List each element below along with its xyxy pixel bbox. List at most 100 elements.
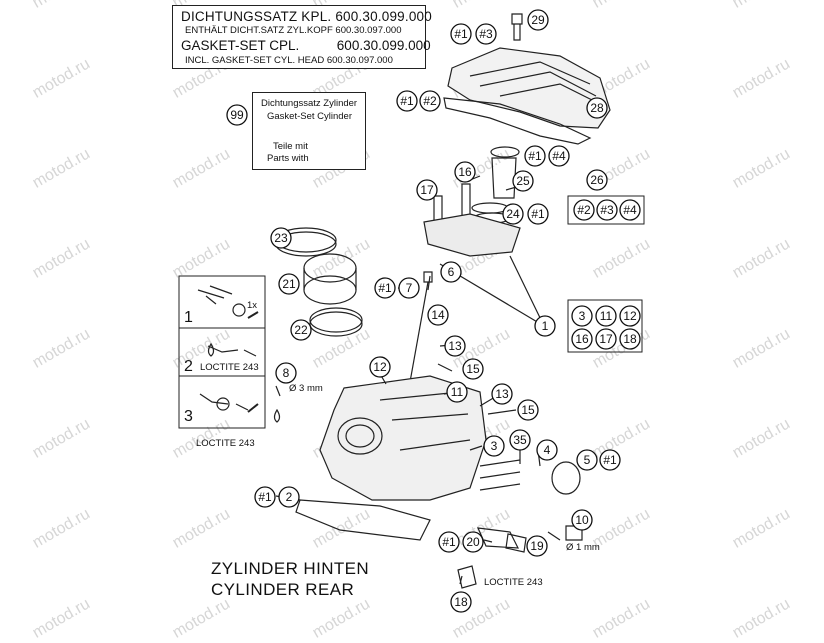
callout-c7: 7 [398,277,420,299]
callout-c1d: #1 [527,203,549,225]
sensor-20 [477,527,520,549]
callout-c17a-text: 17 [420,183,434,197]
callout-c1b-text: #1 [400,94,414,108]
callout-c10-text: 10 [575,513,589,527]
callout-c2b: #2 [573,199,595,221]
callout-c1f: #1 [599,449,621,471]
title-english: CYLINDER REAR [211,580,355,599]
callout-c29: 29 [527,9,549,31]
valve-cover [447,47,611,129]
callout-c13a-text: 13 [448,339,462,353]
callout-c4a: #4 [548,145,570,167]
callout-c12: 12 [369,356,391,378]
callout-c4a-text: #4 [552,149,566,163]
callout-c4-text: 4 [544,443,551,457]
callout-c12grp: 12 [619,305,641,327]
callout-c7-text: 7 [406,281,413,295]
callout-c1g-text: #1 [258,490,272,504]
callout-c18-text: 18 [454,595,468,609]
callout-c13b: 13 [491,383,513,405]
cyl-set-line-2: Gasket-Set Cylinder [267,111,353,122]
step-panel-3 [178,375,266,429]
callout-c3: 3 [483,435,505,457]
oring-5 [551,461,581,495]
callout-c5: 5 [576,449,598,471]
callout-c24-text: 24 [506,207,520,221]
gasket-set-line-3: GASKET-SET CPL. 600.30.099.000 [181,38,431,53]
quantity-label: 1x [247,300,258,311]
callout-c16: 16 [454,161,476,183]
callout-c15b: 15 [517,399,539,421]
callout-c16grp-text: 16 [575,332,589,346]
callout-c16-text: 16 [458,165,472,179]
callout-c6-text: 6 [448,265,455,279]
callout-c14-text: 14 [431,308,445,322]
callout-c19: 19 [526,535,548,557]
callout-c3grp: 3 [571,305,593,327]
callout-c2a-text: #2 [423,94,437,108]
callout-c1main: 1 [534,315,556,337]
callout-c17grp-text: 17 [599,332,613,346]
callout-c28-text: 28 [590,101,604,115]
callout-c5-text: 5 [584,453,591,467]
callout-c6: 6 [440,261,462,283]
callout-c17grp: 17 [595,328,617,350]
callout-c23-text: 23 [274,231,288,245]
callout-c3grp-text: 3 [579,309,586,323]
callout-c3a-text: #3 [479,27,493,41]
callout-c13b-text: 13 [495,387,509,401]
callout-c2a: #2 [419,90,441,112]
callout-c16grp: 16 [571,328,593,350]
callout-c1b: #1 [396,90,418,112]
callout-c1g: #1 [254,486,276,508]
step-number-2: 2 [184,358,193,375]
step-number-3: 3 [184,408,193,425]
callout-c25-text: 25 [516,174,530,188]
head-gasket [295,499,431,541]
group-box-26 [567,195,645,225]
callout-c18grp-text: 18 [623,332,637,346]
clamp-22 [309,307,363,333]
callout-c20-text: 20 [466,535,480,549]
gasket-set-line-4: INCL. GASKET-SET CYL. HEAD 600.30.097.00… [185,55,393,66]
callout-c14: 14 [427,304,449,326]
loctite-label-c: LOCTITE 243 [484,577,543,588]
cyl-set-line-1: Dichtungssatz Zylinder [261,98,358,109]
callout-c21-text: 21 [282,277,296,291]
group-box-1 [567,299,643,353]
step-number-1: 1 [184,309,193,326]
callout-c13a: 13 [444,335,466,357]
callout-c26: 26 [586,169,608,191]
cyl-set-line-3: Teile mit [273,141,308,152]
callout-c22-text: 22 [294,323,308,337]
callout-c15b-text: 15 [521,403,535,417]
callout-c15a: 15 [462,358,484,380]
diameter-1mm-label: Ø 1 mm [566,542,600,553]
title-german: ZYLINDER HINTEN [211,559,370,578]
callout-c20: 20 [462,531,484,553]
spring-25 [491,157,517,199]
callout-c1e-text: #1 [378,281,392,295]
callout-c2b-text: #2 [577,203,591,217]
callout-c18: 18 [450,591,472,613]
callout-c1a-text: #1 [454,27,468,41]
callout-c1h-text: #1 [442,535,456,549]
callout-c4b: #4 [619,199,641,221]
cyl-set-line-4: Parts with [267,153,309,164]
callout-c11grp-text: 11 [600,309,613,323]
callout-c3b-text: #3 [600,203,614,217]
bolt-29 [511,13,523,41]
callout-c26-text: 26 [590,173,604,187]
callout-c35-text: 35 [513,433,527,447]
cam-carrier [423,213,521,257]
callout-c18grp: 18 [619,328,641,350]
cylinder-gasket-set-box: Dichtungssatz Zylinder Gasket-Set Cylind… [252,92,366,170]
sensor-19 [505,533,527,553]
callout-c23: 23 [270,227,292,249]
loctite-label-b: LOCTITE 243 [196,438,255,449]
diameter-3mm-label: Ø 3 mm [289,383,323,394]
callout-c1c-text: #1 [528,149,542,163]
callout-c17a: 17 [416,179,438,201]
